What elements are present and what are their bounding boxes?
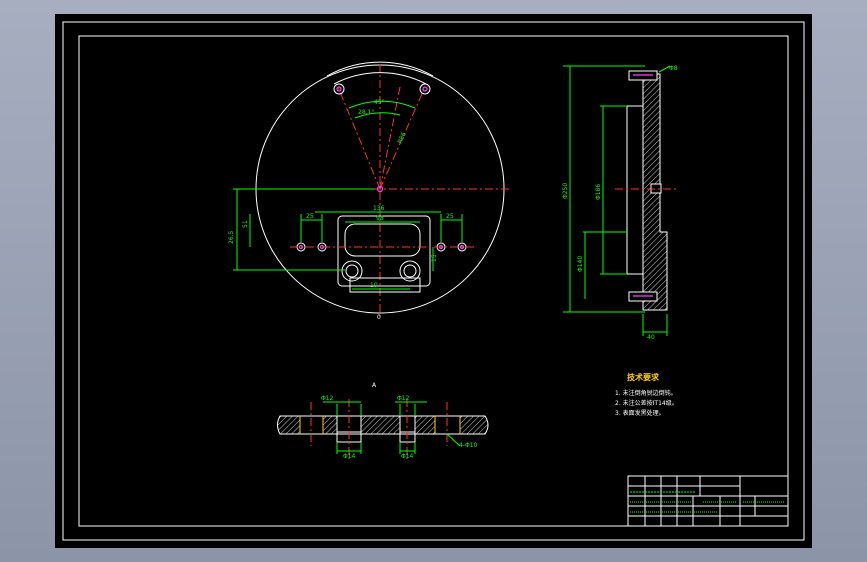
dim-holes-note: 4-Φ10: [459, 442, 478, 449]
tech-title: 技术要求: [627, 372, 660, 382]
dim-angle-large: 45°: [374, 99, 385, 106]
title-block: [627, 475, 789, 527]
tech-item: 1. 未注倒角锐边倒钝。: [615, 389, 677, 397]
dim-pitch-left: 25: [306, 213, 314, 220]
dim-bottom-mark: 0: [377, 314, 381, 321]
outer-frame: [62, 21, 805, 541]
dim-top-note: Φ8: [669, 65, 678, 72]
dim-lower-height: Φ140: [577, 256, 584, 272]
section-label: A: [372, 382, 377, 389]
tech-item: 2. 未注公差按IT14级。: [615, 399, 678, 407]
tech-item: 3. 表面发黑处理。: [615, 409, 665, 417]
dim-overall-height: Φ250: [562, 183, 569, 199]
dim-bore-left: Φ14: [343, 453, 356, 460]
top-view: 45° 28.1° R86 25 25 136 98: [228, 61, 510, 321]
section-view: A Φ12 Φ12 Φ14 Φ14 4-: [277, 382, 489, 460]
dim-depth: 15: [431, 254, 438, 262]
dim-pitch-right: 25: [446, 213, 454, 220]
drawing-canvas: 45° 28.1° R86 25 25 136 98: [62, 21, 805, 541]
dim-radial: R86: [396, 131, 407, 145]
dim-slot-inner: 98: [376, 215, 384, 222]
inner-frame: [78, 35, 789, 527]
dim-hole-left: Φ12: [321, 395, 334, 402]
dim-hole-right: Φ12: [397, 395, 410, 402]
tech-requirements: 技术要求 1. 未注倒角锐边倒钝。 2. 未注公差按IT14级。 3. 表面发黑…: [615, 372, 678, 417]
dim-bore-right: Φ14: [401, 453, 414, 460]
side-view: Φ250 Φ186 Φ140 40 Φ8: [562, 65, 678, 341]
dim-inner-height: Φ186: [595, 184, 602, 200]
dim-width-bottom: 40: [647, 334, 655, 341]
dim-bottom-note: 10: [370, 282, 378, 289]
dim-angle-small: 28.1°: [358, 109, 374, 116]
dim-height-left: 51: [242, 220, 249, 228]
dim-slot-width: 136: [373, 205, 385, 212]
cad-viewport[interactable]: 45° 28.1° R86 25 25 136 98: [55, 14, 812, 548]
dim-center-left: 26.5: [228, 230, 235, 244]
